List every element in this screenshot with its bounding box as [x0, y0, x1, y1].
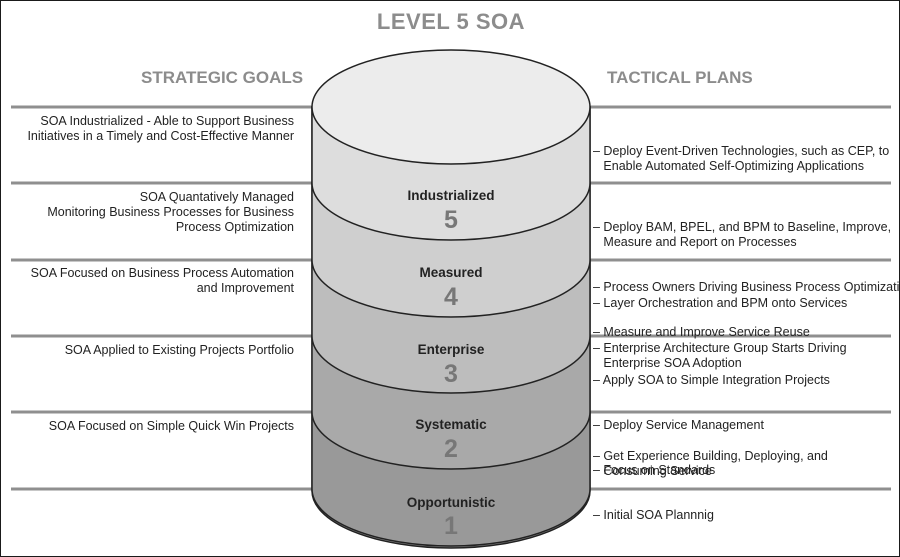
- level-3-number: 3: [444, 360, 458, 388]
- level-1-number: 1: [444, 512, 458, 540]
- plans-level-5: – Deploy Event-Driven Technologies, such…: [593, 114, 898, 204]
- plan-item: – Apply SOA to Simple Integration Projec…: [593, 373, 830, 387]
- plans-level-4: – Deploy BAM, BPEL, and BPM to Baseline,…: [593, 190, 900, 370]
- plans-level-1: – Get Experience Building, Deploying, an…: [593, 419, 898, 509]
- diagram-title: LEVEL 5 SOA: [376, 9, 526, 34]
- cylinder: [311, 49, 591, 549]
- plan-item: – Deploy Event-Driven Technologies, such…: [593, 144, 890, 173]
- plan-item: – Measure and Improve Service Reuse: [593, 325, 810, 339]
- plan-item: – Deploy BAM, BPEL, and BPM to Baseline,…: [593, 220, 892, 249]
- plan-item: – Focus on Standards: [593, 463, 716, 477]
- plan-item: – Initial SOA Plannnig: [593, 508, 714, 522]
- plan-item: – Layer Orchestration and BPM onto Servi…: [593, 296, 848, 310]
- level-1-name: Opportunistic: [406, 495, 496, 510]
- tactical-plans-header: TACTICAL PLANS: [607, 68, 753, 87]
- goal-level-4: SOA Quantatively Managed Monitoring Busi…: [47, 190, 294, 234]
- plans-level-2: – Apply SOA to Simple Integration Projec…: [593, 343, 898, 553]
- cylinder-top: [311, 49, 591, 165]
- level-4-number: 4: [444, 283, 458, 311]
- plan-item: – Get Experience Building, Deploying, an…: [593, 449, 828, 478]
- plan-item: – Process Owners Driving Business Proces…: [593, 280, 900, 294]
- level-4-name: Measured: [419, 265, 483, 280]
- level-2-name: Systematic: [415, 417, 487, 432]
- level-5-number: 5: [444, 206, 458, 234]
- goal-level-1: SOA Focused on Simple Quick Win Projects: [48, 419, 294, 433]
- plans-level-3: – Layer Orchestration and BPM onto Servi…: [593, 266, 898, 401]
- level-3-name: Enterprise: [417, 342, 485, 357]
- plan-item: – Enterprise Architecture Group Starts D…: [593, 341, 847, 370]
- goal-level-5: SOA Industrialized - Able to Support Bus…: [27, 114, 294, 143]
- goal-level-3: SOA Focused on Business Process Automati…: [30, 266, 294, 295]
- level-5-name: Industrialized: [407, 188, 495, 203]
- strategic-goals-header: STRATEGIC GOALS: [141, 68, 304, 87]
- plan-item: – Deploy Service Management: [593, 418, 764, 432]
- goal-level-2: SOA Applied to Existing Projects Portfol…: [64, 343, 294, 357]
- level-2-number: 2: [444, 435, 458, 463]
